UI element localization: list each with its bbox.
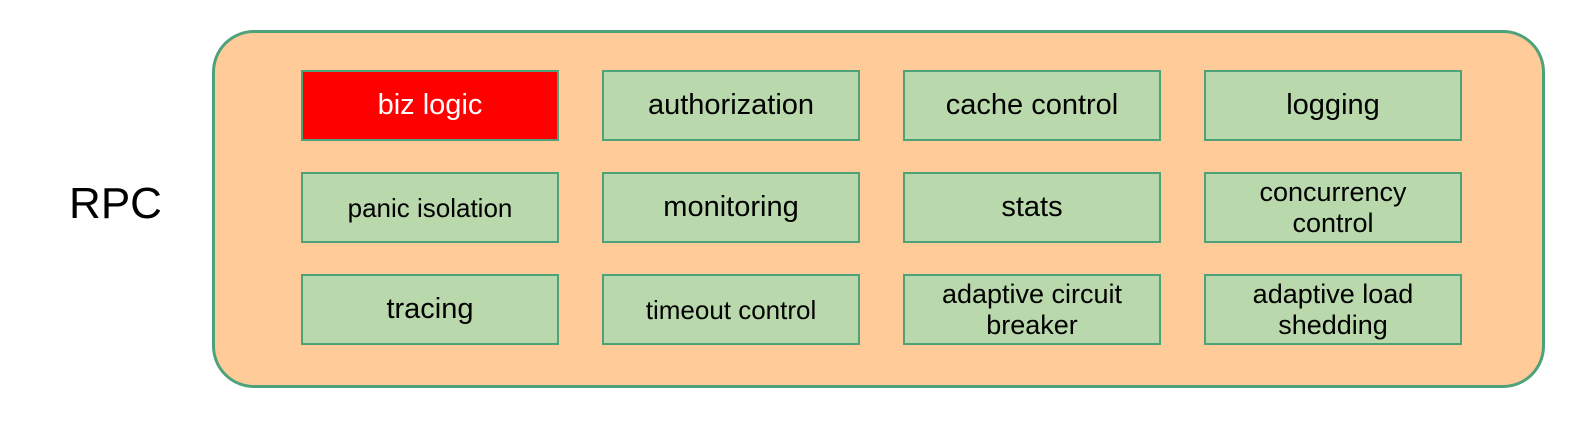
rpc-label: RPC (69, 179, 162, 228)
middleware-box-adaptive-load-shedding[interactable]: adaptive load shedding (1204, 274, 1462, 345)
middleware-box-label: stats (1001, 191, 1063, 223)
middleware-box-label: authorization (647, 89, 815, 121)
middleware-box-concurrency-control[interactable]: concurrency control (1204, 172, 1462, 243)
middleware-box-stats[interactable]: stats (903, 172, 1161, 243)
middleware-box-label: concurrency control (1259, 176, 1407, 238)
middleware-box-label: tracing (386, 293, 474, 325)
middleware-box-label: monitoring (663, 191, 799, 223)
middleware-box-tracing[interactable]: tracing (301, 274, 559, 345)
middleware-box-label: logging (1286, 89, 1380, 121)
middleware-box-biz-logic[interactable]: biz logic (301, 70, 559, 141)
middleware-box-authorization[interactable]: authorization (602, 70, 860, 141)
rpc-middleware-container: biz logic authorization cache control loggi… (212, 30, 1545, 388)
middleware-box-timeout-control[interactable]: timeout control (602, 274, 860, 345)
middleware-box-label: adaptive load shedding (1252, 278, 1414, 340)
middleware-box-label: biz logic (377, 89, 483, 121)
middleware-box-cache-control[interactable]: cache control (903, 70, 1161, 141)
middleware-box-panic-isolation[interactable]: panic isolation (301, 172, 559, 243)
middleware-box-label: cache control (945, 89, 1119, 121)
middleware-box-adaptive-circuit-breaker[interactable]: adaptive circuit breaker (903, 274, 1161, 345)
middleware-box-label: timeout control (645, 294, 817, 325)
middleware-box-logging[interactable]: logging (1204, 70, 1462, 141)
middleware-box-label: adaptive circuit breaker (941, 278, 1123, 340)
middleware-box-monitoring[interactable]: monitoring (602, 172, 860, 243)
middleware-box-label: panic isolation (347, 192, 513, 223)
middleware-grid: biz logic authorization cache control loggi… (301, 70, 1463, 345)
